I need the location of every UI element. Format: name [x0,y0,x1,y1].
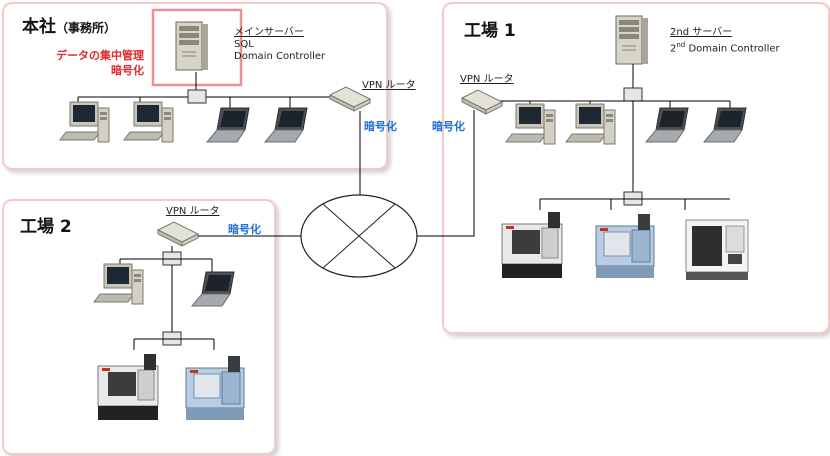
second-server-role: 2nd Domain Controller [670,39,780,55]
hq-router-label: VPN ルータ [362,80,416,91]
second-server-icon [615,15,649,65]
factory2-cnc-machine-icon [185,355,245,421]
main-server-highlight-box [151,8,243,87]
factory2-title: 工場 2 [20,217,72,237]
hq-note: データの集中管理 暗号化 [48,48,144,78]
factory2-encrypt-label: 暗号化 [228,223,261,236]
hq-hub-icon [187,89,207,104]
main-server-name: メインサーバー [234,27,304,38]
factory1-laptop-icon [645,107,689,143]
factory1-laptop-icon [703,107,747,143]
factory1-desktop-pc-icon [565,103,616,145]
main-server-icon [175,21,209,71]
hq-encrypt-label: 暗号化 [364,120,397,133]
factory1-cnc-machine-icon [501,211,563,279]
hq-laptop-icon [264,107,308,143]
factory2-cnc-machine-icon [97,353,159,421]
factory1-router-label: VPN ルータ [460,74,514,85]
main-server-role-sql: SQL [234,39,254,50]
hq-laptop-icon [206,107,250,143]
factory1-cnc-machine-icon [685,219,749,281]
hq-desktop-pc-icon [59,101,110,143]
second-server-role-sup: nd [676,41,686,49]
hq-title: 本社（事務所） [22,12,116,37]
hq-desktop-pc-icon [123,101,174,143]
factory1-wan-link [417,110,475,237]
hq-note-line1: データの集中管理 [56,49,144,62]
factory2-vpn-router-icon [157,221,199,247]
second-server-name: 2nd サーバー [670,27,733,38]
factory2-desktop-pc-icon [93,263,144,305]
hq-note-line2: 暗号化 [111,64,144,77]
factory1-desktop-pc-icon [505,103,556,145]
main-server-label: メインサーバー SQL Domain Controller [234,27,325,63]
factory1-title: 工場 1 [464,21,516,41]
factory2-router-label: VPN ルータ [166,206,220,217]
second-server-role-num: 2 [670,43,677,55]
factory2-laptop-icon [191,271,235,307]
hq-title-sub: （事務所） [56,21,117,35]
second-server-role-rest: Domain Controller [685,43,780,55]
factory1-hub-icon [623,87,643,102]
main-server-role-dc: Domain Controller [234,51,326,62]
factory1-cnc-machine-icon [595,213,655,279]
hq-title-main: 本社 [22,17,56,37]
factory1-encrypt-label: 暗号化 [432,120,465,133]
factory1-vpn-router-icon [461,89,503,115]
second-server-label: 2nd サーバー 2nd Domain Controller [670,27,780,55]
